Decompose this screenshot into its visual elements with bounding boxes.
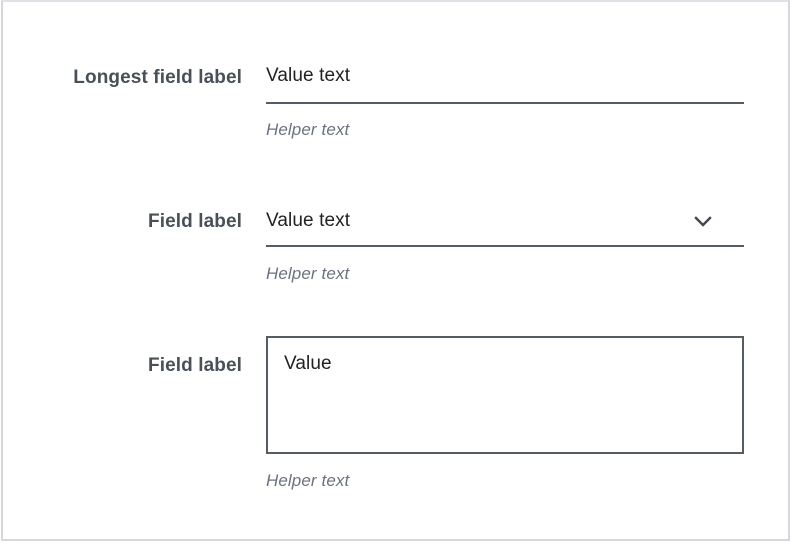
textarea-value[interactable]: Value [284,353,332,374]
chevron-down-icon[interactable] [690,208,716,234]
form-row-textarea: Field label Value Helper text [0,0,792,490]
select-underline [266,245,744,247]
text-input-helper-text: Helper text [266,120,350,139]
form-row-select: Field label Value text Helper text [0,0,792,283]
textarea-control[interactable]: Value [266,336,744,454]
select-value-row[interactable]: Value text [266,208,744,234]
field-label-longest: Longest field label [73,67,242,88]
text-input-underline [266,102,744,104]
field-label-textarea: Field label [147,355,242,376]
field-label-select: Field label [147,211,242,232]
select-control[interactable]: Value text [266,208,744,247]
select-value[interactable]: Value text [266,210,351,231]
textarea-helper-text: Helper text [266,471,350,490]
text-input-control[interactable]: Value text [266,64,744,104]
text-input-value[interactable]: Value text [266,65,351,86]
form-row-text-input: Longest field label Value text Helper te… [0,0,792,150]
select-helper-text: Helper text [266,264,350,283]
